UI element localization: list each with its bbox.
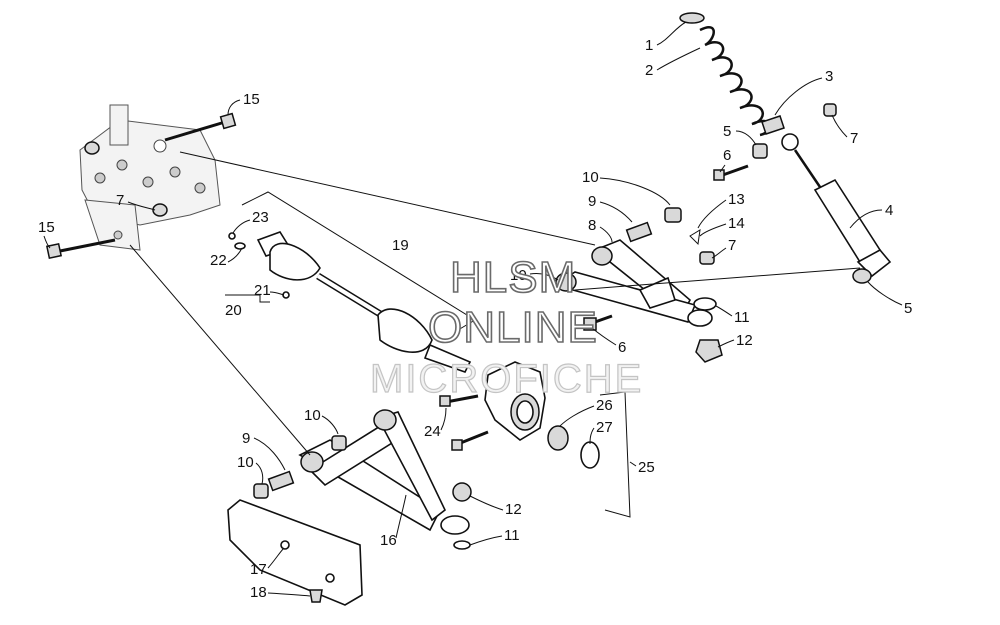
lower-a-arm xyxy=(253,409,472,550)
callout-7-right: 7 xyxy=(850,130,858,147)
callout-20: 20 xyxy=(225,302,242,319)
callout-10-lower-b: 10 xyxy=(237,454,254,471)
callout-24: 24 xyxy=(424,423,441,440)
callout-17: 17 xyxy=(250,561,267,578)
watermark-online: ONLINE xyxy=(428,303,598,352)
callouts: 1 2 3 4 5 5 6 6 7 7 7 8 9 xyxy=(38,21,912,601)
callout-2: 2 xyxy=(645,62,653,79)
leader-lines xyxy=(129,151,861,518)
upper-a-arm xyxy=(553,207,715,331)
callout-26: 26 xyxy=(596,397,613,414)
watermark-microfiche: MICROFICHE xyxy=(370,357,643,401)
callout-3: 3 xyxy=(825,68,833,85)
callout-27: 27 xyxy=(596,419,613,436)
callout-16: 16 xyxy=(380,532,397,549)
callout-10-middle: 10 xyxy=(510,267,527,284)
callout-11-upper: 11 xyxy=(734,309,750,326)
callout-7-middle: 7 xyxy=(728,237,736,254)
callout-9-upper: 9 xyxy=(588,193,596,210)
callout-5-lower: 5 xyxy=(904,300,912,317)
callout-1: 1 xyxy=(645,37,653,54)
callout-22: 22 xyxy=(210,252,227,269)
bolt-lower xyxy=(45,238,116,260)
callout-15-lower: 15 xyxy=(38,219,55,236)
steering-knuckle xyxy=(439,361,600,469)
bolt-upper xyxy=(164,112,237,142)
callout-5-upper: 5 xyxy=(723,123,731,140)
frame-section xyxy=(79,104,221,251)
callout-25: 25 xyxy=(638,459,655,476)
callout-6-upper: 6 xyxy=(723,147,731,164)
callout-6-lower: 6 xyxy=(618,339,626,356)
callout-10-upper: 10 xyxy=(582,169,599,186)
callout-13: 13 xyxy=(728,191,745,208)
callout-23: 23 xyxy=(252,209,269,226)
callout-18: 18 xyxy=(250,584,267,601)
callout-21: 21 xyxy=(254,282,271,299)
callout-12-upper: 12 xyxy=(736,332,753,349)
callout-8: 8 xyxy=(588,217,596,234)
watermark-hlsm: HLSM xyxy=(450,253,576,302)
shock-absorber xyxy=(781,133,892,284)
callout-10-lower-a: 10 xyxy=(304,407,321,424)
callout-4: 4 xyxy=(885,202,893,219)
callout-12-lower: 12 xyxy=(505,501,522,518)
callout-11-lower: 11 xyxy=(504,527,520,544)
callout-14: 14 xyxy=(728,215,745,232)
drive-axle xyxy=(228,231,472,373)
spring-seat xyxy=(761,115,785,135)
callout-15-upper: 15 xyxy=(243,91,260,108)
callout-19: 19 xyxy=(392,237,409,254)
ball-joint-upper xyxy=(693,297,723,363)
callout-9-lower: 9 xyxy=(242,430,250,447)
nut-frame xyxy=(84,141,168,217)
callout-7-frame: 7 xyxy=(116,192,124,209)
skid-plate xyxy=(227,499,363,606)
watermark: HLSM ONLINE MICROFICHE xyxy=(369,252,643,401)
shock-bushings xyxy=(713,103,837,181)
coil-spring xyxy=(679,12,772,137)
